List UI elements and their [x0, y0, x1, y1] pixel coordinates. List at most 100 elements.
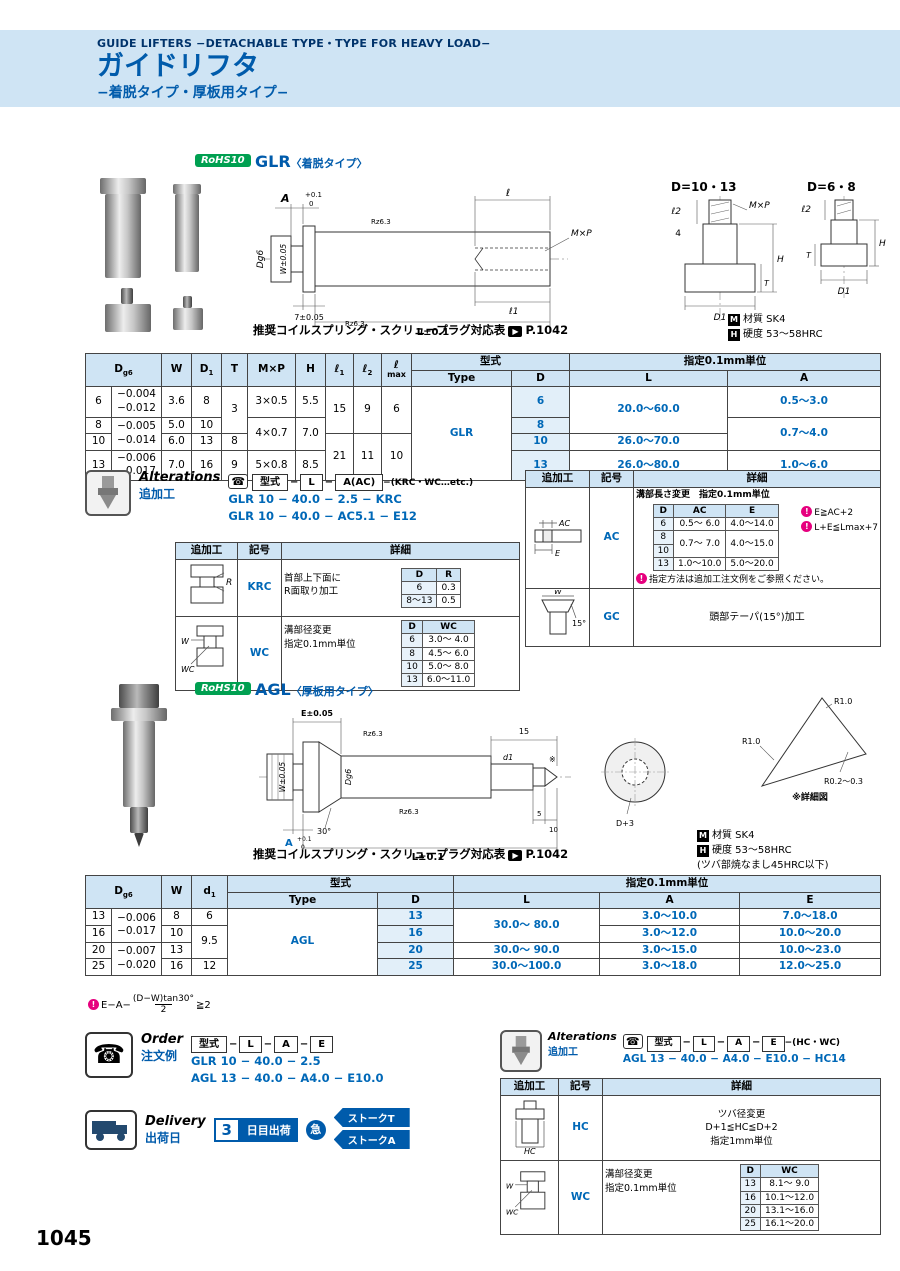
detail-caption: ※詳細図 — [792, 791, 828, 803]
order-example-1: GLR 10 − 40.0 − 2.5 — [191, 1054, 321, 1068]
detail-r2-label: R0.2〜0.3 — [824, 777, 863, 786]
agl-photo-tip — [134, 833, 144, 847]
spring-page-ref[interactable]: P.1042 — [525, 323, 569, 337]
order-phone-icon: ☎ — [85, 1032, 133, 1078]
alterations1-example-1: GLR 10 − 40.0 − 2.5 − KRC — [228, 492, 402, 506]
ac-gc-table: 追加工 記号 詳細 AC E AC — [525, 470, 881, 647]
col-h: H — [295, 352, 327, 388]
dim-T: T — [806, 251, 812, 260]
dim-A-tol-up: +0.1 — [305, 191, 322, 199]
phone-icon: ☎ — [622, 1034, 643, 1049]
glr-type-cell: GLR — [411, 386, 513, 482]
col-e: E — [739, 891, 882, 910]
spring-page-ref[interactable]: P.1042 — [525, 847, 569, 861]
col-d1: d1 — [191, 874, 229, 910]
col-type: Type — [227, 891, 379, 910]
glr-section: RoHS10 GLR〈着脱タイプ〉 A +0.1 0 ℓ M×P — [85, 150, 886, 350]
dim-L: L±0.1 — [417, 327, 450, 338]
fmt-model: 型式 — [191, 1036, 227, 1053]
agl-type-code: AGL — [255, 680, 291, 699]
col-w: W — [161, 874, 193, 910]
col-d: D — [377, 891, 455, 910]
dim-H: H — [777, 255, 784, 265]
alterations2-labels: Alterations 追加工 — [548, 1030, 617, 1058]
delivery-en: Delivery — [145, 1114, 206, 1129]
order-labels: Order 注文例 — [141, 1032, 183, 1064]
fmt-model: 型式 — [646, 1036, 681, 1052]
fmt-note: −(KRC・WC…etc.) — [383, 478, 474, 488]
gc-angle-label: 15° — [572, 619, 586, 628]
agl-photo-flange — [111, 708, 167, 721]
krc-diagram: R — [190, 564, 232, 604]
agl-row-d16: 16 10 9.5 16 3.0〜12.0 10.0〜20.0 — [85, 924, 882, 960]
glr-row-d6: 6 −0.004−0.012 3.6 8 3 3×0.5 5.5 15 9 6 … — [85, 386, 882, 482]
dim-d1: d1 — [503, 753, 513, 762]
agl-section: RoHS10 AGL〈厚板用タイプ〉 E±0.05 W±0.05 30° Dg6 — [85, 676, 880, 874]
ac-note-3: !指定方法は追加工注文例をご参照ください。 — [636, 572, 878, 588]
wc2-symbol: WC — [558, 1160, 603, 1235]
glr-type-heading: GLR〈着脱タイプ〉 — [255, 152, 368, 171]
dim-four: 4 — [675, 229, 681, 239]
alterations-labels: Alterations 追加工 — [139, 470, 220, 502]
stork-options: ストークT ストークA — [333, 1108, 410, 1152]
krc-symbol: KRC — [237, 558, 282, 618]
col-mxp: M×P — [247, 352, 297, 388]
hardness-text: 硬度 53〜58HRC — [712, 845, 792, 856]
alterations2-format-area: ☎型式−L−A−E−(HC・WC) AGL 13 − 40.0 − A4.0 −… — [622, 1030, 846, 1067]
material-icon: M — [697, 830, 709, 842]
dim-ell: ℓ — [506, 188, 510, 199]
glr-photo2-cap — [173, 184, 201, 194]
stork-a-tag: ストークA — [333, 1130, 410, 1149]
page-ref-icon[interactable]: ▶ — [508, 850, 523, 861]
fmt-a-ac: A(AC) — [335, 474, 384, 491]
note-icon: ! — [88, 998, 99, 1010]
dim-L: L±0.1 — [412, 852, 445, 862]
agl-row-d20: 20 −0.007−0.020 13 20 30.0〜 90.0 3.0〜15.… — [85, 941, 882, 976]
rohs-badge: RoHS10 — [195, 154, 251, 167]
ac-note-2: !L+E≦Lmax+7 — [801, 520, 878, 536]
glr-view2-drawing: ℓ2 H T D1 — [801, 196, 886, 298]
col-model: 型式 — [411, 353, 571, 371]
glr-photo4-stud — [183, 296, 192, 308]
ac-diagram: AC E — [534, 519, 581, 558]
surface-finish-mark: Rz6.3 — [363, 730, 383, 738]
col-dg6: Dg6 — [84, 874, 163, 910]
col-type: Type — [411, 369, 513, 388]
wc-wc-label: WC — [181, 665, 195, 674]
dim-10: 10 — [549, 826, 558, 834]
ac-ac-label: AC — [558, 519, 570, 528]
surface-finish-mark: Rz6.3 — [399, 808, 419, 816]
agl-header-row-1: Dg6 W d1 型式 指定0.1mm単位 — [84, 874, 882, 910]
dim-H: H — [879, 239, 886, 249]
glr-view1-title: D=10・13 — [671, 180, 737, 194]
dim-seven: 7±0.05 — [294, 313, 324, 322]
col-t: T — [221, 352, 249, 388]
dim-A: A — [280, 192, 290, 205]
dim-W: W±0.05 — [278, 762, 287, 793]
col-w: W — [161, 352, 193, 388]
detail-r3-label: R1.0 — [742, 737, 760, 746]
dim-ell2: ℓ2 — [801, 205, 812, 215]
page-ref-icon[interactable]: ▶ — [508, 326, 523, 337]
wc-wc-label: WC — [505, 1208, 518, 1217]
agl-row-d13: 13 −0.006−0.017 8 6 AGL 13 30.0〜 80.0 3.… — [85, 908, 882, 976]
rohs-badge: RoHS10 — [195, 682, 251, 695]
fmt-l: L — [239, 1036, 262, 1053]
page-title-ja: ガイドリフタ — [97, 51, 259, 82]
col-a: A — [599, 891, 741, 910]
surface-finish-mark: Rz6.3 — [371, 218, 391, 226]
alterations1-example-2: GLR 10 − 40.0 − AC5.1 − E12 — [228, 509, 417, 524]
ac-e-label: E — [555, 549, 561, 558]
spring-note-text: 推奨コイルスプリング・スクリュープラグ対応表 — [253, 323, 506, 337]
alterations-icon — [85, 470, 131, 516]
glr-header-row-2: Type D L A — [86, 369, 882, 388]
col-spec-unit: 指定0.1mm単位 — [453, 875, 882, 893]
wc-description: 溝部径変更指定0.1mm単位 — [284, 625, 356, 650]
dim-dg6: Dg6 — [256, 250, 266, 269]
dim-15: 15 — [519, 727, 529, 736]
glr-photo3-body — [105, 304, 151, 332]
